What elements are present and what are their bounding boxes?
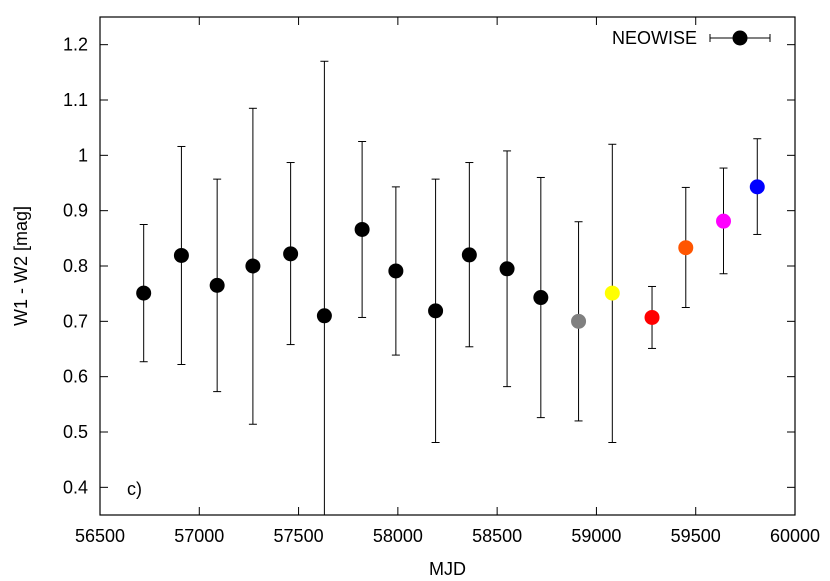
y-axis-label: W1 - W2 [mag] [11,206,31,326]
data-point [283,246,299,262]
points-layer [136,179,765,329]
panel-label: c) [127,479,142,499]
y-tick-label: 1.2 [63,35,88,55]
x-tick-label: 56500 [75,526,125,546]
y-tick-label: 0.4 [63,477,88,497]
data-point [604,285,620,301]
data-point [173,247,189,263]
data-point [749,179,765,195]
data-point [533,290,549,306]
y-tick-label: 0.6 [63,367,88,387]
data-point [716,213,732,229]
y-tick-label: 1.1 [63,90,88,110]
legend: NEOWISE [612,28,771,48]
y-tick-label: 0.7 [63,311,88,331]
x-tick-label: 60000 [770,526,820,546]
legend-marker [732,30,748,46]
data-point [428,303,444,319]
data-point [245,258,261,274]
x-tick-label: 58500 [472,526,522,546]
data-point [644,309,660,325]
y-tick-label: 0.8 [63,256,88,276]
data-point [354,221,370,237]
x-tick-label: 59500 [671,526,721,546]
legend-label: NEOWISE [612,28,697,48]
data-point [209,277,225,293]
data-point [136,285,152,301]
x-axis-label: MJD [429,559,466,579]
data-point [461,247,477,263]
y-tick-label: 0.5 [63,422,88,442]
plot-frame [99,16,796,516]
data-point [316,308,332,324]
data-point [678,240,694,256]
data-point [388,263,404,279]
x-tick-label: 58000 [373,526,423,546]
data-point [571,313,587,329]
data-point [499,261,515,277]
y-tick-label: 1 [78,145,88,165]
x-tick-label: 57000 [174,526,224,546]
y-tick-label: 0.9 [63,201,88,221]
tick-labels-layer: 56500 57000 57500 58000 58500 59000 59500 60000… [63,35,820,546]
x-tick-label: 59000 [571,526,621,546]
x-tick-label: 57500 [274,526,324,546]
